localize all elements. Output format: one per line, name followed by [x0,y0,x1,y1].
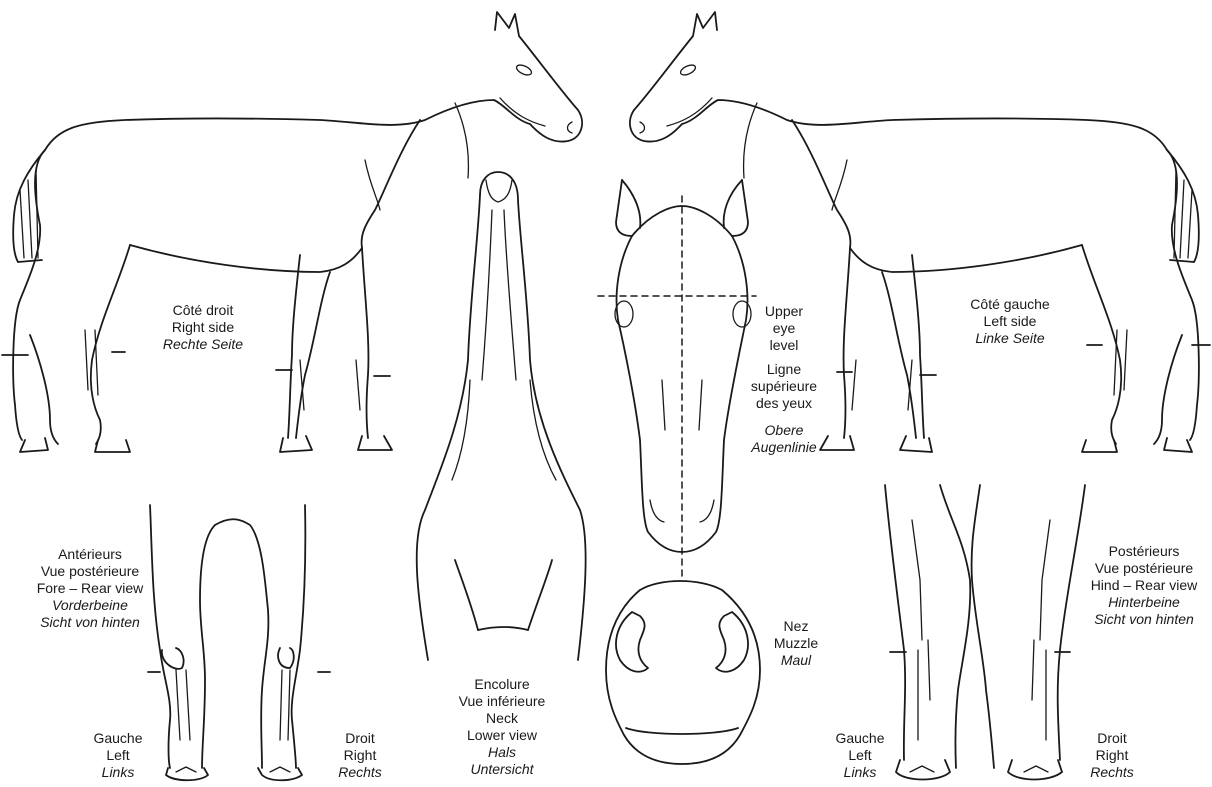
horse-right-side-figure [2,12,582,452]
hindlegs-label-en: Hind – Rear view [1078,577,1210,594]
forelegs-label-fr2: Vue postérieure [24,563,156,580]
hind-left-label: Gauche Left Links [818,730,902,781]
neck-lower-view-figure [417,172,586,660]
fore-right-label-en: Right [320,747,400,764]
muzzle-label-de: Maul [764,652,828,669]
hindlegs-rear-view-figure [885,485,1085,780]
forelegs-label-fr1: Antérieurs [24,546,156,563]
eye-level-fr-line1: Ligne [742,361,826,378]
right-side-label-de: Rechte Seite [148,336,258,353]
fore-left-label-en: Left [78,747,158,764]
forelegs-rear-view-figure [148,505,330,780]
neck-label-de1: Hals [440,744,564,761]
neck-label: Encolure Vue inférieure Neck Lower view … [440,676,564,778]
neck-label-en1: Neck [440,710,564,727]
eye-level-fr-line2: supérieure [742,378,826,395]
hindlegs-label-de2: Sicht von hinten [1078,611,1210,628]
forelegs-label-de1: Vorderbeine [24,597,156,614]
eye-level-fr-line3: des yeux [742,395,826,412]
forelegs-label-en: Fore – Rear view [24,580,156,597]
hind-left-label-fr: Gauche [818,730,902,747]
fore-left-label-de: Links [78,764,158,781]
right-side-label-en: Right side [148,319,258,336]
muzzle-label-en: Muzzle [764,635,828,652]
hindlegs-label-fr2: Vue postérieure [1078,560,1210,577]
hindlegs-label-de1: Hinterbeine [1078,594,1210,611]
head-front-view-figure [598,180,756,580]
left-side-label: Côté gauche Left side Linke Seite [950,296,1070,347]
hind-right-label-en: Right [1070,747,1154,764]
eye-level-en-line2: eye [742,320,826,337]
hind-left-label-en: Left [818,747,902,764]
eye-level-en-line1: Upper [742,303,826,320]
hindlegs-label: Postérieurs Vue postérieure Hind – Rear … [1078,543,1210,628]
muzzle-label-fr: Nez [764,618,828,635]
hind-right-label: Droit Right Rechts [1070,730,1154,781]
fore-left-label: Gauche Left Links [78,730,158,781]
horse-left-side-figure [630,12,1210,452]
muzzle-figure [606,581,760,764]
eye-level-de-line2: Augenlinie [742,439,826,456]
neck-label-de2: Untersicht [440,761,564,778]
forelegs-label: Antérieurs Vue postérieure Fore – Rear v… [24,546,156,631]
fore-right-label-de: Rechts [320,764,400,781]
hindlegs-label-fr1: Postérieurs [1078,543,1210,560]
eye-level-en-line3: level [742,337,826,354]
hind-right-label-de: Rechts [1070,764,1154,781]
fore-right-label-fr: Droit [320,730,400,747]
neck-label-fr1: Encolure [440,676,564,693]
neck-label-en2: Lower view [440,727,564,744]
right-side-label-fr: Côté droit [148,302,258,319]
right-side-label: Côté droit Right side Rechte Seite [148,302,258,353]
neck-label-fr2: Vue inférieure [440,693,564,710]
fore-right-label: Droit Right Rechts [320,730,400,781]
eye-level-de-line1: Obere [742,422,826,439]
left-side-label-fr: Côté gauche [950,296,1070,313]
left-side-label-de: Linke Seite [950,330,1070,347]
left-side-label-en: Left side [950,313,1070,330]
hind-right-label-fr: Droit [1070,730,1154,747]
fore-left-label-fr: Gauche [78,730,158,747]
eye-level-label: Upper eye level Ligne supérieure des yeu… [742,303,826,456]
muzzle-label: Nez Muzzle Maul [764,618,828,669]
hind-left-label-de: Links [818,764,902,781]
forelegs-label-de2: Sicht von hinten [24,614,156,631]
